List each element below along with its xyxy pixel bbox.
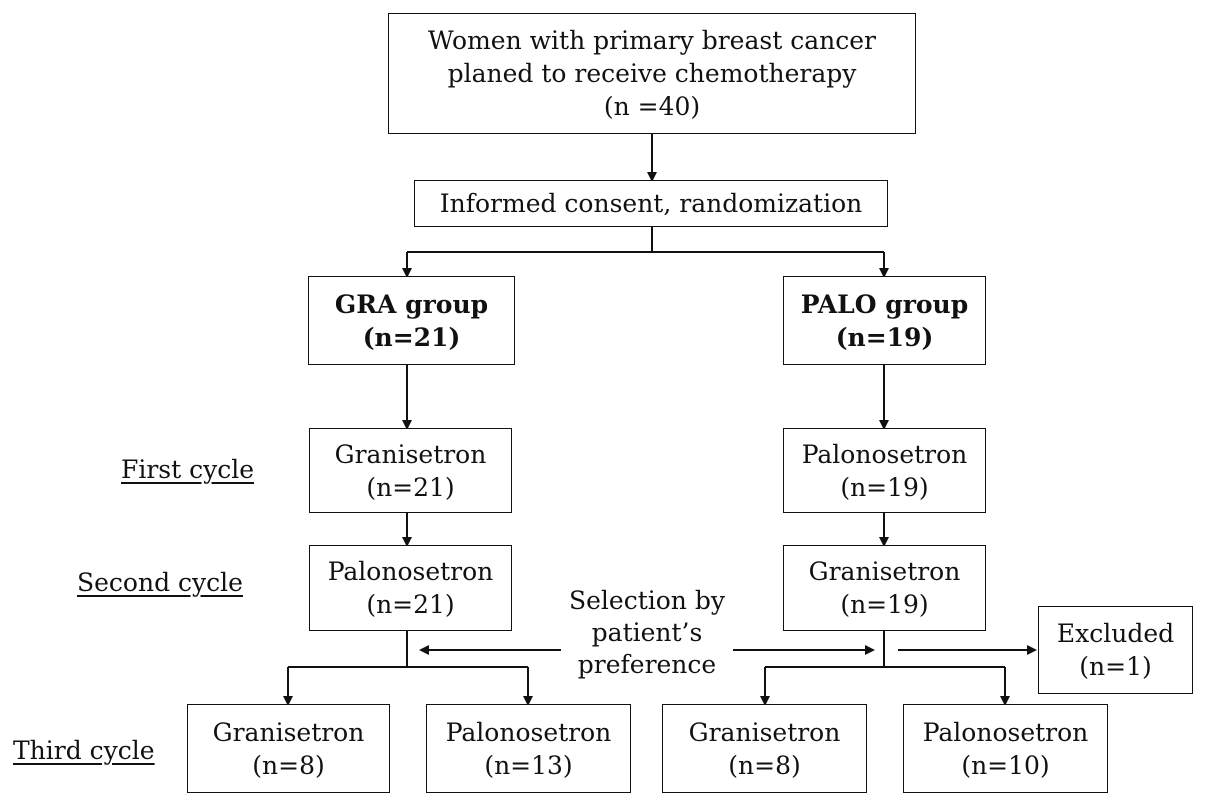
selection-note-line2: patient’s xyxy=(591,618,703,647)
excluded-count: (n=1) xyxy=(1079,652,1152,681)
palo-second-drug: Granisetron xyxy=(808,557,961,586)
third-gra-gran-count: (n=8) xyxy=(252,750,325,780)
palo-group-count: (n=19) xyxy=(835,322,934,352)
gra-group-count: (n=21) xyxy=(362,322,461,352)
palo-first-count: (n=19) xyxy=(840,472,929,502)
gra-second-cycle-box: Palonosetron (n=21) xyxy=(309,545,512,631)
gra-first-cycle-box: Granisetron (n=21) xyxy=(309,428,512,513)
third-palo-palo-drug: Palonosetron xyxy=(922,717,1089,747)
third-palo-granisetron-box: Granisetron (n=8) xyxy=(662,704,867,793)
gra-second-count: (n=21) xyxy=(366,590,455,619)
enrolled-line1: Women with primary breast cancer xyxy=(428,26,876,55)
third-palo-gran-drug: Granisetron xyxy=(688,717,841,747)
gra-second-drug: Palonosetron xyxy=(327,557,494,586)
gra-group-label: GRA group xyxy=(334,289,489,319)
third-gra-palo-count: (n=13) xyxy=(484,750,573,780)
third-palo-gran-count: (n=8) xyxy=(728,750,801,780)
enrolled-box: Women with primary breast cancer planed … xyxy=(388,13,916,134)
first-cycle-label: First cycle xyxy=(121,455,255,484)
excluded-box: Excluded (n=1) xyxy=(1038,606,1193,694)
selection-note: Selection by patient’s preference xyxy=(561,585,733,681)
enrolled-line2: planed to receive chemotherapy xyxy=(447,59,857,88)
gra-first-drug: Granisetron xyxy=(334,439,487,469)
palo-first-drug: Palonosetron xyxy=(801,439,968,469)
third-gra-granisetron-box: Granisetron (n=8) xyxy=(187,704,390,793)
third-cycle-label: Third cycle xyxy=(13,736,155,765)
palo-second-count: (n=19) xyxy=(840,590,929,619)
second-cycle-label: Second cycle xyxy=(77,568,243,597)
selection-note-line3: preference xyxy=(577,650,717,679)
palo-group-label: PALO group xyxy=(800,289,969,319)
gra-group-box: GRA group (n=21) xyxy=(308,276,515,365)
palo-group-box: PALO group (n=19) xyxy=(783,276,986,365)
palo-second-cycle-box: Granisetron (n=19) xyxy=(783,545,986,631)
third-gra-palo-drug: Palonosetron xyxy=(445,717,612,747)
enrolled-count: (n =40) xyxy=(603,92,701,121)
third-gra-palonosetron-box: Palonosetron (n=13) xyxy=(426,704,631,793)
excluded-label: Excluded xyxy=(1056,619,1175,648)
third-palo-palo-count: (n=10) xyxy=(961,750,1050,780)
third-palo-palonosetron-box: Palonosetron (n=10) xyxy=(903,704,1108,793)
selection-note-line1: Selection by xyxy=(569,586,725,615)
consent-box: Informed consent, randomization xyxy=(414,180,888,227)
consent-label: Informed consent, randomization xyxy=(439,189,863,218)
gra-first-count: (n=21) xyxy=(366,472,455,502)
palo-first-cycle-box: Palonosetron (n=19) xyxy=(783,428,986,513)
third-gra-gran-drug: Granisetron xyxy=(212,717,365,747)
